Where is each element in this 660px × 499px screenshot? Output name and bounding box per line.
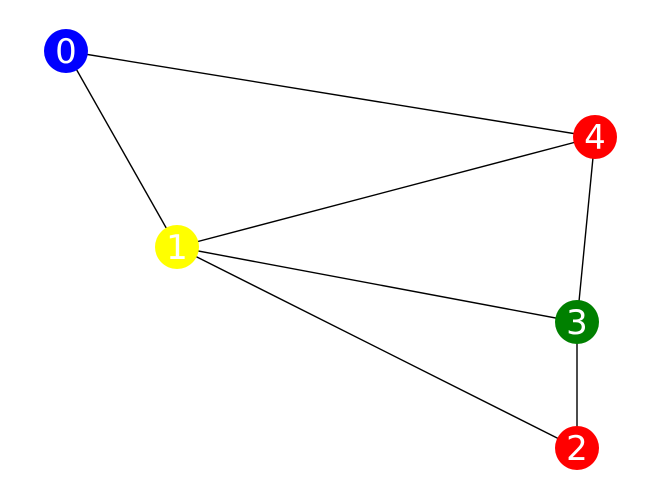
node-0 [44,29,88,73]
node-1 [155,225,199,269]
node-4 [573,115,617,159]
edge-0-4 [65,50,596,138]
edge-0-1 [65,50,178,248]
edge-1-2 [176,246,578,449]
node-3 [555,300,599,344]
edge-1-4 [176,136,596,248]
edge-3-4 [576,136,596,323]
node-4-label: 4 [584,118,606,158]
node-3-label: 3 [566,303,588,343]
node-2 [555,426,599,470]
node-1-label: 1 [166,228,188,268]
edge-1-3 [176,246,578,323]
node-2-label: 2 [566,429,588,469]
node-0-label: 0 [55,32,77,72]
